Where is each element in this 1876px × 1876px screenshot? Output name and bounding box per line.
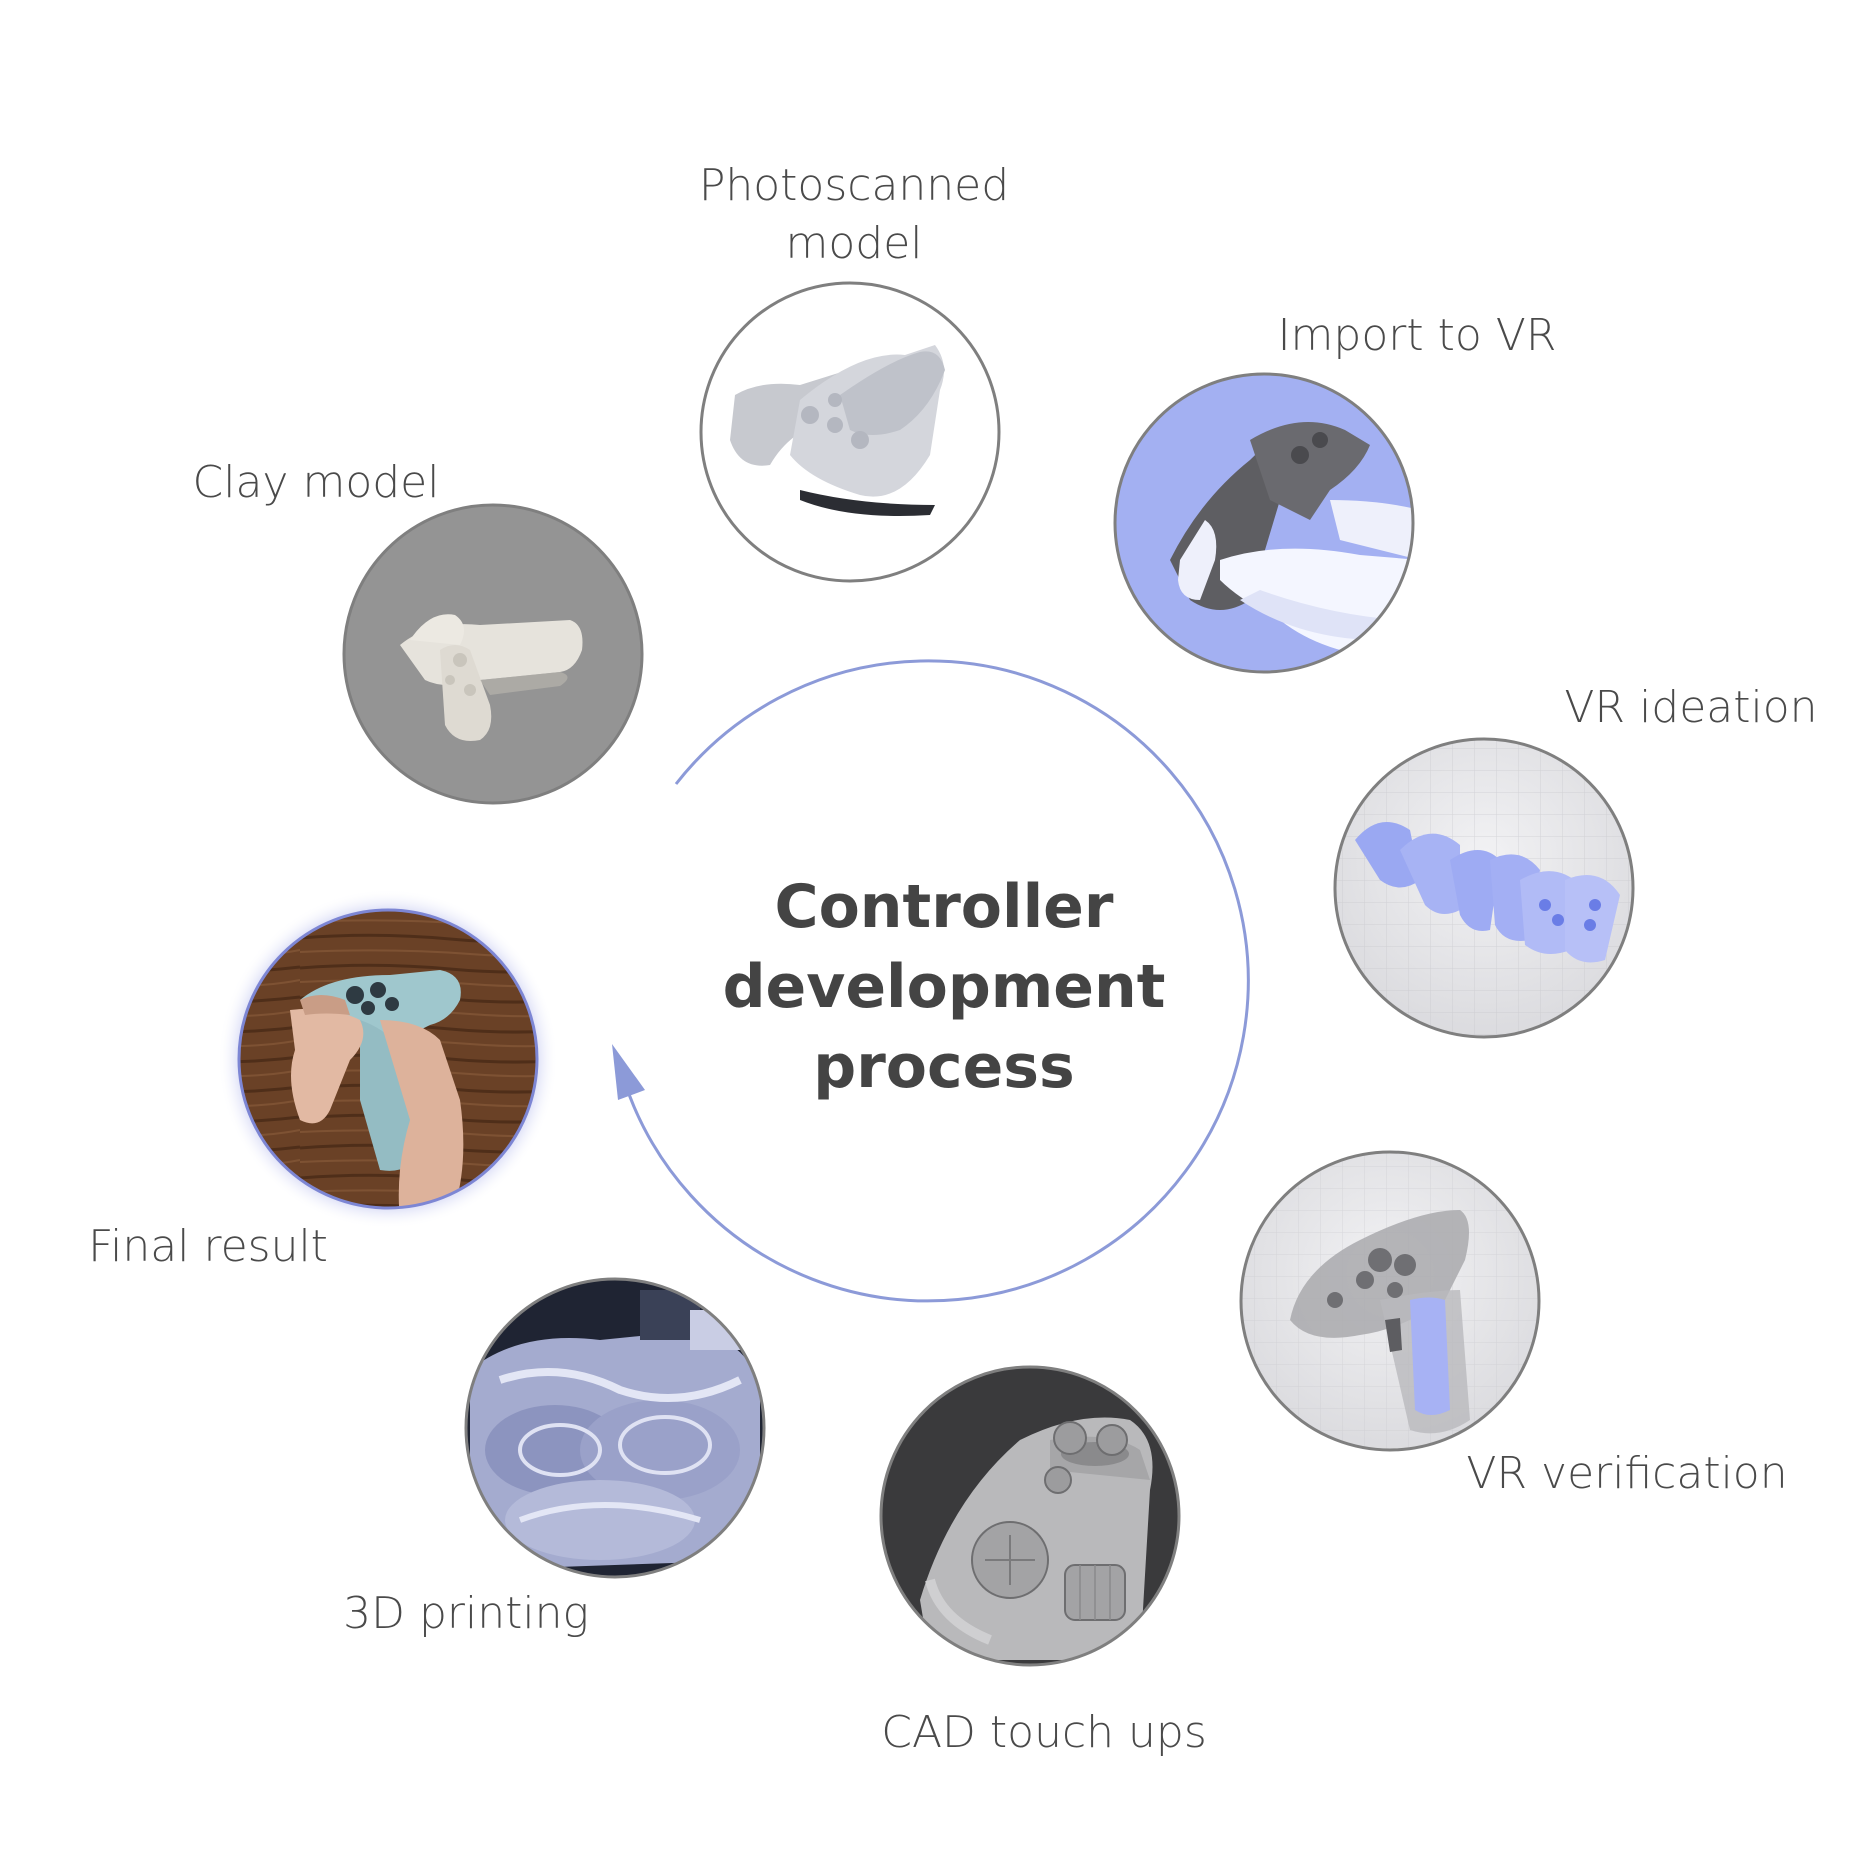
stage-vr-ideation-label: VR ideation — [1564, 682, 1817, 733]
photoscanned-image — [702, 284, 998, 580]
stage-vr-ideation: VR ideation — [1333, 682, 1818, 1039]
stage-import-vr-frame — [1113, 372, 1415, 674]
vr-verification-image — [1242, 1153, 1538, 1449]
stage-clay-model-label: Clay model — [193, 457, 440, 508]
stage-final-result-frame — [237, 908, 539, 1210]
stage-vr-verification-label: VR verification — [1466, 1448, 1787, 1499]
stage-3d-printing-frame — [464, 1277, 766, 1579]
stage-cad-touch-ups: CAD touch ups — [879, 1365, 1207, 1758]
stage-vr-verification: VR verification — [1239, 1150, 1788, 1499]
stage-cad-touch-ups-label: CAD touch ups — [881, 1707, 1207, 1758]
cycle-arrow-head — [612, 1044, 645, 1100]
clay-model-image — [345, 506, 641, 802]
stage-vr-ideation-frame — [1333, 737, 1635, 1039]
stage-clay-model: Clay model — [193, 457, 644, 805]
stage-import-vr: Import to VR — [1113, 310, 1557, 674]
stage-final-result: Final result — [88, 889, 558, 1272]
stage-photoscanned-label-2: model — [785, 218, 922, 269]
cad-touch-ups-image — [882, 1368, 1178, 1664]
stage-3d-printing: 3D printing — [343, 1277, 766, 1639]
stage-import-vr-label: Import to VR — [1278, 310, 1557, 361]
diagram-title-line1: Controller — [775, 872, 1114, 942]
stage-photoscanned: Photoscanned model — [699, 160, 1009, 583]
final-result-image — [240, 911, 536, 1207]
stage-vr-verification-frame — [1239, 1150, 1541, 1452]
stage-final-result-label: Final result — [88, 1221, 328, 1272]
stage-clay-model-frame — [342, 503, 644, 805]
cycle-arrow-line — [622, 659, 1250, 1303]
stage-cad-touch-ups-frame — [879, 1365, 1181, 1667]
diagram-title-line3: process — [813, 1032, 1074, 1102]
vr-ideation-image — [1336, 740, 1632, 1036]
stage-photoscanned-frame — [699, 281, 1001, 583]
stage-photoscanned-label-1: Photoscanned — [699, 160, 1009, 211]
stage-3d-printing-label: 3D printing — [343, 1588, 589, 1639]
diagram-title-line2: development — [723, 952, 1166, 1022]
3d-printing-image — [467, 1280, 763, 1576]
import-vr-image — [1116, 375, 1412, 671]
